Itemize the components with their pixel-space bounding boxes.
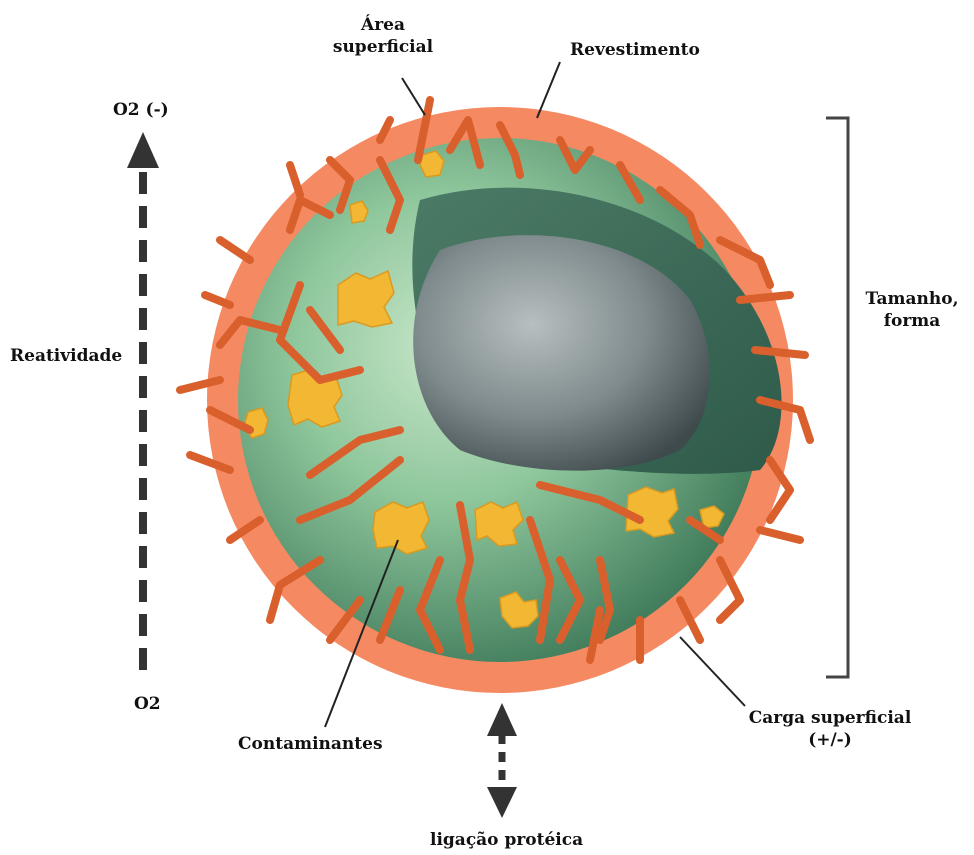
coating-label: Revestimento: [570, 39, 700, 61]
reactivity-label: Reatividade: [10, 345, 122, 367]
protein-binding-arrow: [487, 703, 517, 818]
size-shape-label: Tamanho, forma: [852, 288, 972, 332]
charge-label-line2: (+/-): [720, 729, 940, 751]
charge-leader: [680, 637, 745, 706]
protein-binding-label: ligação protéica: [430, 829, 583, 851]
contaminants-label: Contaminantes: [238, 733, 383, 755]
o2-label: O2: [134, 693, 161, 715]
reactivity-arrow: [127, 132, 159, 670]
charge-label-line1: Carga superficial: [720, 707, 940, 729]
nanoparticle: [180, 100, 810, 693]
area-leader: [402, 78, 425, 115]
area-label-line1: Área: [318, 14, 448, 36]
size-label-line2: forma: [852, 310, 972, 332]
coating-leader: [537, 62, 560, 118]
area-label: Área superficial: [318, 14, 448, 58]
o2-negative-label: O2 (-): [113, 99, 169, 121]
size-label-line1: Tamanho,: [852, 288, 972, 310]
size-bracket: [826, 118, 848, 677]
surface-charge-label: Carga superficial (+/-): [720, 707, 940, 751]
area-label-line2: superficial: [318, 36, 448, 58]
